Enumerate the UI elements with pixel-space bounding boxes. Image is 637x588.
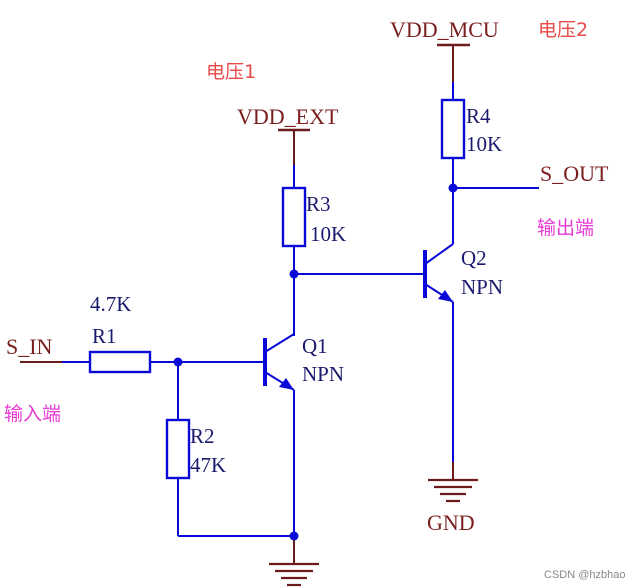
- vdd-ext-label: VDD_EXT: [237, 104, 339, 129]
- vdd-mcu-label: VDD_MCU: [390, 17, 499, 42]
- r1-ref: R1: [92, 324, 117, 348]
- voltage1-annotation: 电压1: [206, 61, 256, 83]
- resistor-r4-body: [440, 98, 466, 160]
- transistor-q1-symbol: [263, 333, 295, 391]
- q1-type: NPN: [302, 362, 344, 386]
- input-end-annotation: 输入端: [4, 403, 61, 425]
- r4-value: 10K: [466, 132, 502, 156]
- output-end-annotation: 输出端: [537, 217, 594, 239]
- r4-ref: R4: [466, 104, 491, 128]
- gnd-label: GND: [427, 510, 475, 535]
- r1-value: 4.7K: [90, 292, 131, 316]
- r2-value: 47K: [190, 453, 226, 477]
- r3-ref: R3: [306, 192, 331, 216]
- transistor-q2-symbol: [423, 243, 454, 303]
- q1-ref: Q1: [302, 334, 328, 358]
- wires: [20, 82, 539, 562]
- ground-symbol-q1: [269, 540, 319, 587]
- q2-type: NPN: [461, 275, 503, 299]
- junction-ground-q1: [289, 531, 299, 541]
- resistor-r2-body: [165, 418, 191, 480]
- s-in-label: S_IN: [6, 334, 53, 359]
- junction-q1-collector: [289, 269, 299, 279]
- junction-q1-base: [173, 357, 183, 367]
- vdd-ext-power-symbol: [278, 128, 310, 165]
- q2-ref: Q2: [461, 246, 487, 270]
- vdd-mcu-power-symbol: [437, 43, 470, 82]
- junction-s-out: [448, 183, 458, 193]
- watermark-text: CSDN @hzbhao: [544, 569, 625, 581]
- ground-symbol-q2: [428, 462, 478, 503]
- resistor-r3-body: [281, 186, 307, 248]
- voltage2-annotation: 电压2: [538, 19, 588, 41]
- r3-value: 10K: [310, 222, 346, 246]
- resistor-r1-body: [88, 350, 152, 374]
- s-out-label: S_OUT: [540, 161, 609, 186]
- r2-ref: R2: [190, 424, 215, 448]
